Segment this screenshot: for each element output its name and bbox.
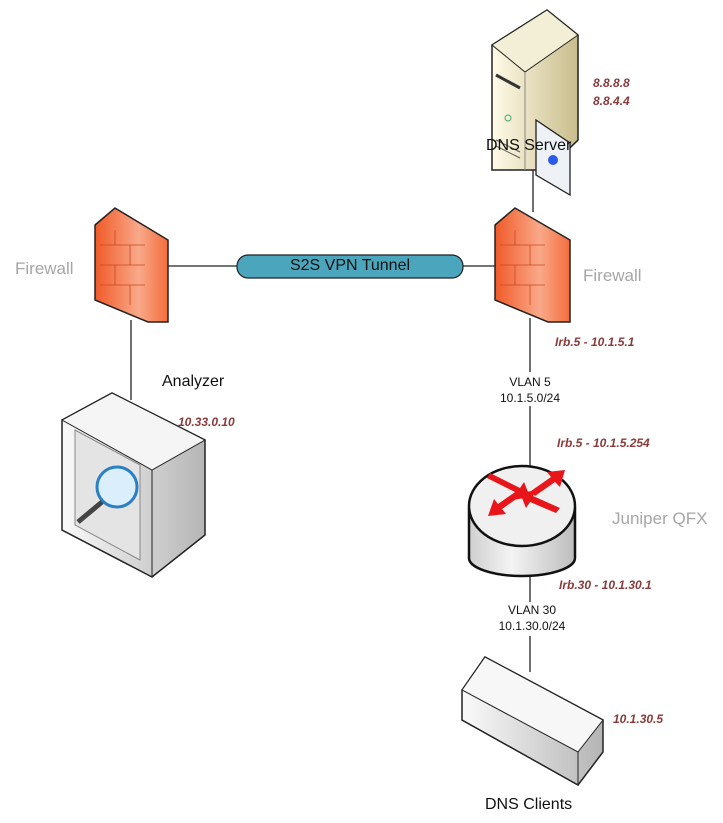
dns-server-ip-1: 8.8.8.8 bbox=[593, 76, 630, 90]
juniper-qfx-label: Juniper QFX bbox=[612, 509, 708, 528]
vpn-tunnel-label: S2S VPN Tunnel bbox=[289, 257, 411, 274]
router-arrows-icon bbox=[487, 470, 565, 516]
vlan5-name: VLAN 5 bbox=[509, 375, 551, 389]
dns-server-label: DNS Server bbox=[486, 137, 572, 154]
dns-clients-ip: 10.1.30.5 bbox=[613, 712, 664, 726]
analyzer-ip: 10.33.0.10 bbox=[178, 415, 235, 429]
vpn-tunnel bbox=[236, 254, 464, 279]
dns-server-ip-2: 8.8.4.4 bbox=[593, 94, 630, 108]
firewall-right-interface: Irb.5 - 10.1.5.1 bbox=[555, 335, 635, 349]
dns-server-icon bbox=[491, 9, 579, 197]
dns-clients-label: DNS Clients bbox=[485, 796, 573, 813]
firewall-right-icon bbox=[494, 207, 571, 323]
links bbox=[130, 155, 534, 672]
firewall-left-label: Firewall bbox=[15, 259, 74, 278]
firewall-left-icon bbox=[94, 207, 169, 323]
firewall-right-label: Firewall bbox=[583, 266, 642, 285]
vlan30-name: VLAN 30 bbox=[507, 603, 557, 617]
vlan5-subnet: 10.1.5.0/24 bbox=[499, 391, 561, 405]
qfx-interface-bottom: Irb.30 - 10.1.30.1 bbox=[559, 578, 652, 592]
router-icon bbox=[467, 464, 577, 578]
qfx-interface-top: Irb.5 - 10.1.5.254 bbox=[557, 436, 650, 450]
vlan30-subnet: 10.1.30.0/24 bbox=[498, 619, 566, 633]
analyzer-label: Analyzer bbox=[162, 373, 225, 390]
dns-clients-icon bbox=[461, 656, 604, 786]
analyzer-icon bbox=[60, 392, 207, 578]
